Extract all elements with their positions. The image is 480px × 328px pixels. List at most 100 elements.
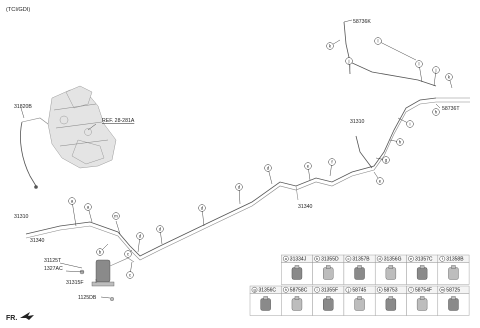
label-31340-mid: 31340 xyxy=(298,204,313,210)
callout-a-2: a xyxy=(84,203,92,211)
svg-text:k: k xyxy=(448,75,451,80)
parts-cell-letter-badge xyxy=(251,286,258,293)
parts-cell-number: 58753 xyxy=(384,288,398,294)
callout-d-5: d xyxy=(136,232,144,240)
callout-c-2: c xyxy=(126,271,134,279)
svg-text:g: g xyxy=(385,158,388,163)
part-illustration-nub xyxy=(294,296,300,300)
parts-cell-letter: j xyxy=(347,288,349,292)
svg-text:i: i xyxy=(410,122,411,127)
engine-assembly xyxy=(47,85,117,169)
label-31820B: 31820B xyxy=(14,104,32,110)
parts-cell-number: 31356G xyxy=(384,257,402,263)
callout-k-right: k xyxy=(445,73,453,81)
parts-cell-letter: d xyxy=(379,257,381,261)
svg-text:e: e xyxy=(307,164,310,169)
label-31125T: 31125T xyxy=(44,258,62,264)
callout-d-4: d xyxy=(156,225,164,233)
parts-cell-letter: l xyxy=(411,288,412,292)
label-1125DB: 1125DB xyxy=(78,295,97,301)
part-illustration-nub xyxy=(263,296,268,300)
part-illustration xyxy=(385,298,397,311)
svg-text:j: j xyxy=(435,68,437,73)
front-arrow-icon xyxy=(20,312,34,320)
svg-text:l: l xyxy=(419,62,420,67)
parts-cell-number: 31355D xyxy=(321,257,339,263)
callout-h: h xyxy=(396,138,404,146)
svg-text:l: l xyxy=(378,39,379,44)
label-31310-top: 31310 xyxy=(350,119,365,125)
svg-text:h: h xyxy=(399,140,402,145)
callout-a-1: a xyxy=(68,197,76,205)
parts-cell-number: 58745 xyxy=(352,288,366,294)
label-1327AC: 1327AC xyxy=(44,266,63,272)
svg-text:d: d xyxy=(201,206,204,211)
parts-cell-number: 58758C xyxy=(290,288,308,294)
part-illustration-nub xyxy=(357,296,362,300)
parts-cell-letter-badge xyxy=(408,286,414,293)
parts-cell-letter: h xyxy=(285,288,287,292)
part-illustration xyxy=(354,267,365,280)
callout-d-1: d xyxy=(264,164,272,172)
parts-cell-letter: k xyxy=(379,288,381,292)
part-illustration-nub xyxy=(419,296,425,300)
callout-f: f xyxy=(328,158,336,166)
parts-cell-letter: i xyxy=(317,288,318,292)
part-illustration xyxy=(416,267,428,280)
svg-text:j: j xyxy=(348,59,350,64)
svg-text:d: d xyxy=(139,234,142,239)
parts-cell-letter: m xyxy=(441,288,444,292)
parts-cell-letter-badge xyxy=(439,286,446,293)
parts-cell-letter: b xyxy=(316,257,318,261)
parts-cell-letter-badge xyxy=(314,286,320,293)
part-illustration xyxy=(291,267,303,280)
parts-cell-letter: f xyxy=(442,257,444,261)
callout-k: k xyxy=(326,42,334,50)
parts-cell-letter-badge xyxy=(345,255,352,262)
variant-label: (TCI/GDI) xyxy=(6,7,30,13)
callout-c-1: c xyxy=(124,250,132,258)
callout-e: e xyxy=(304,162,312,170)
parts-cell-letter: c xyxy=(347,257,349,261)
part-illustration xyxy=(448,267,459,280)
label-31315F: 31315F xyxy=(66,280,84,286)
callout-j-right: j xyxy=(432,66,440,74)
part-illustration-nub xyxy=(451,265,456,269)
label-58736K: 58736K xyxy=(353,19,371,25)
parts-cell-number: 31334J xyxy=(290,257,307,263)
part-illustration xyxy=(323,298,334,311)
parts-cell-letter: a xyxy=(285,257,288,261)
parts-cell-number: 31356C xyxy=(259,288,277,294)
parts-cell-letter-badge xyxy=(376,286,383,293)
callout-j: j xyxy=(345,57,353,65)
callouts: k j l l j k h i h g e f e d d d d d m a … xyxy=(68,37,453,279)
callout-l-right: l xyxy=(415,60,423,68)
parts-cell-number: 31357B xyxy=(352,257,370,263)
callout-g: g xyxy=(382,156,390,164)
parts-cell-letter-badge xyxy=(282,286,289,293)
part-illustration xyxy=(323,267,334,280)
part-illustration xyxy=(385,267,397,280)
part-illustration-nub xyxy=(388,296,394,300)
part-illustration xyxy=(416,298,428,311)
parts-cell-letter-badge xyxy=(439,255,446,262)
part-illustration-nub xyxy=(357,265,362,269)
callout-i: i xyxy=(406,120,414,128)
parts-cell-letter: e xyxy=(410,257,412,261)
parts-cell-letter-badge xyxy=(282,255,289,262)
part-illustration-nub xyxy=(451,296,456,300)
svg-text:e: e xyxy=(379,179,382,184)
part-illustration xyxy=(354,298,365,311)
parts-cell-letter-badge xyxy=(314,255,320,262)
part-illustration-nub xyxy=(326,265,331,269)
